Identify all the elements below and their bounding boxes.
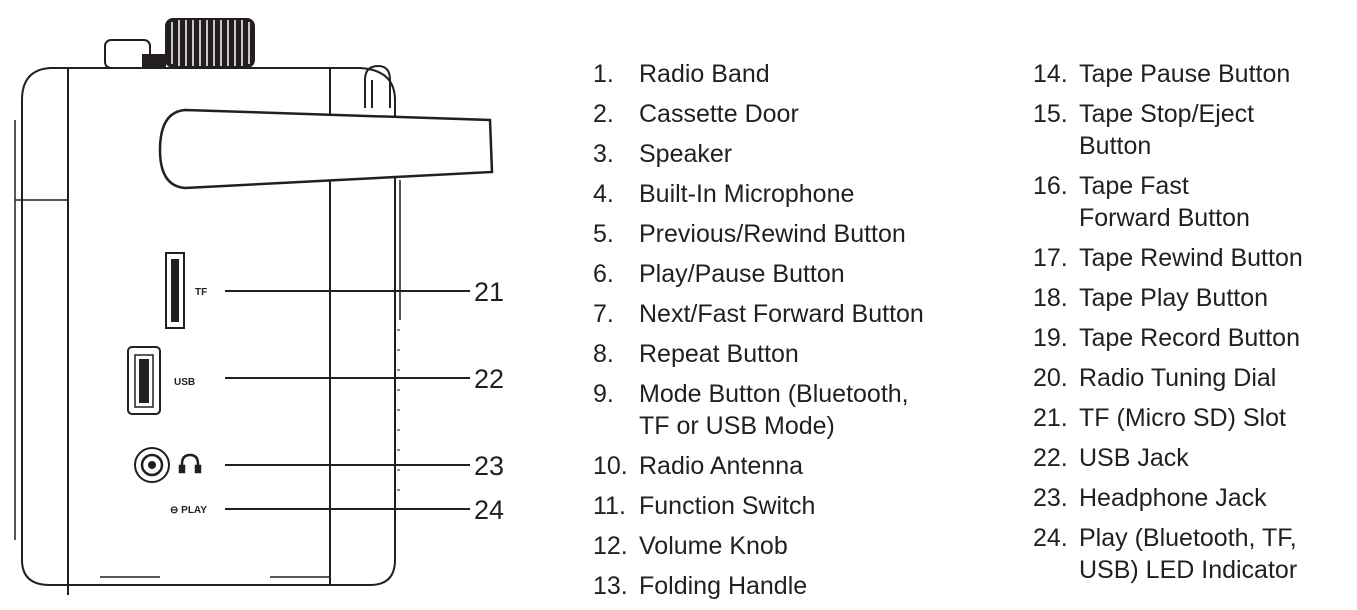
legend-item-label: Folding Handle (639, 572, 808, 600)
legend-item-label: Radio Band (639, 60, 770, 88)
legend-item-label: Repeat Button (639, 340, 799, 368)
legend-item: 12. Volume Knob (593, 530, 993, 562)
legend-item: 22. USB Jack (1033, 442, 1353, 474)
legend-item: 3. Speaker (593, 138, 993, 170)
legend-item-label: Built-In Microphone (639, 180, 855, 208)
legend-item-number: 7. (593, 300, 614, 328)
legend-item-label: Tape Stop/Eject Button (1079, 100, 1255, 160)
legend-item-number: 24. (1033, 524, 1068, 552)
legend-item-number: 23. (1033, 484, 1068, 512)
legend-column-2: 14. Tape Pause Button 15. Tape Stop/Eject B… (1033, 58, 1353, 594)
legend-item: 21. TF (Micro SD) Slot (1033, 402, 1353, 434)
legend-item-label: TF (Micro SD) Slot (1079, 404, 1286, 432)
legend-item-label: Play (Bluetooth, TF, USB) LED Indicator (1079, 524, 1298, 584)
legend-item-number: 9. (593, 380, 614, 408)
legend-item-number: 13. (593, 572, 628, 600)
radio-shell-outline (21, 67, 68, 586)
folding-handle (158, 108, 494, 190)
legend-item: 8. Repeat Button (593, 338, 993, 370)
legend-item-label: Play/Pause Button (639, 260, 845, 288)
legend-item: 14. Tape Pause Button (1033, 58, 1353, 90)
legend-item-number: 18. (1033, 284, 1068, 312)
legend-item-number: 15. (1033, 100, 1068, 128)
legend-item-number: 5. (593, 220, 614, 248)
legend-item-label: Tape Fast Forward Button (1079, 172, 1250, 232)
legend-item-number: 8. (593, 340, 614, 368)
legend-item-label: Mode Button (Bluetooth, TF or USB Mode) (639, 380, 909, 440)
legend-item-label: Radio Antenna (639, 452, 804, 480)
legend-item-number: 11. (593, 492, 626, 520)
usb-port (127, 346, 161, 415)
legend-item: 24. Play (Bluetooth, TF, USB) LED Indicat… (1033, 522, 1353, 586)
legend-item-label: Volume Knob (639, 532, 788, 560)
legend-item-number: 21. (1033, 404, 1068, 432)
callout-21: 21 (474, 277, 504, 307)
legend-item-number: 16. (1033, 172, 1068, 200)
tf-slot (165, 252, 185, 329)
legend-item-number: 12. (593, 532, 628, 560)
legend-item-label: Tape Play Button (1079, 284, 1269, 312)
legend-item: 4. Built-In Microphone (593, 178, 993, 210)
legend-item: 9. Mode Button (Bluetooth, TF or USB Mode… (593, 378, 993, 442)
legend-item-label: USB Jack (1079, 444, 1189, 472)
legend-item-number: 10. (593, 452, 628, 480)
legend-item-number: 3. (593, 140, 614, 168)
callout-23: 23 (474, 451, 504, 481)
headphone-jack (134, 447, 170, 483)
legend-item-label: Tape Record Button (1079, 324, 1300, 352)
legend-item: 18. Tape Play Button (1033, 282, 1353, 314)
legend-item-number: 2. (593, 100, 614, 128)
legend-item-label: Tape Rewind Button (1079, 244, 1303, 272)
legend-item: 20. Radio Tuning Dial (1033, 362, 1353, 394)
legend-item: 19. Tape Record Button (1033, 322, 1353, 354)
legend-item: 17. Tape Rewind Button (1033, 242, 1353, 274)
legend-item-number: 20. (1033, 364, 1068, 392)
legend-item-label: Function Switch (639, 492, 816, 520)
legend-item-number: 19. (1033, 324, 1068, 352)
tf-label: TF (195, 287, 207, 298)
legend-item-number: 6. (593, 260, 614, 288)
legend-item: 11. Function Switch (593, 490, 993, 522)
volume-knob (165, 18, 255, 68)
legend-item: 13. Folding Handle (593, 570, 993, 602)
callout-24: 24 (474, 495, 504, 525)
legend-item: 16. Tape Fast Forward Button (1033, 170, 1353, 234)
radio-side-view-diagram: TF USB ⊖ PLAY 21 22 23 24 (14, 18, 504, 595)
legend-item-label: Headphone Jack (1079, 484, 1267, 512)
legend-item-label: Tape Pause Button (1079, 60, 1291, 88)
usb-label: USB (174, 377, 195, 388)
legend-item: 15. Tape Stop/Eject Button (1033, 98, 1353, 162)
legend-item: 1. Radio Band (593, 58, 993, 90)
headphone-icon (178, 453, 202, 474)
legend-item-number: 1. (593, 60, 614, 88)
legend-item: 5. Previous/Rewind Button (593, 218, 993, 250)
legend-item: 2. Cassette Door (593, 98, 993, 130)
legend-item-label: Previous/Rewind Button (639, 220, 906, 248)
callout-22: 22 (474, 364, 504, 394)
legend-item-label: Cassette Door (639, 100, 799, 128)
legend-item-label: Speaker (639, 140, 733, 168)
legend-column-1: 1. Radio Band 2. Cassette Door 3. Speaker 4. Bu… (593, 58, 993, 610)
legend-item: 10. Radio Antenna (593, 450, 993, 482)
legend-item: 23. Headphone Jack (1033, 482, 1353, 514)
legend-item-number: 22. (1033, 444, 1068, 472)
legend-item-number: 4. (593, 180, 614, 208)
legend-item-label: Radio Tuning Dial (1079, 364, 1277, 392)
legend-item: 7. Next/Fast Forward Button (593, 298, 993, 330)
legend-item-label: Next/Fast Forward Button (639, 300, 924, 328)
legend-item-number: 14. (1033, 60, 1068, 88)
play-label: ⊖ PLAY (170, 505, 207, 516)
antenna-post (364, 64, 391, 108)
legend-item: 6. Play/Pause Button (593, 258, 993, 290)
legend-item-number: 17. (1033, 244, 1068, 272)
